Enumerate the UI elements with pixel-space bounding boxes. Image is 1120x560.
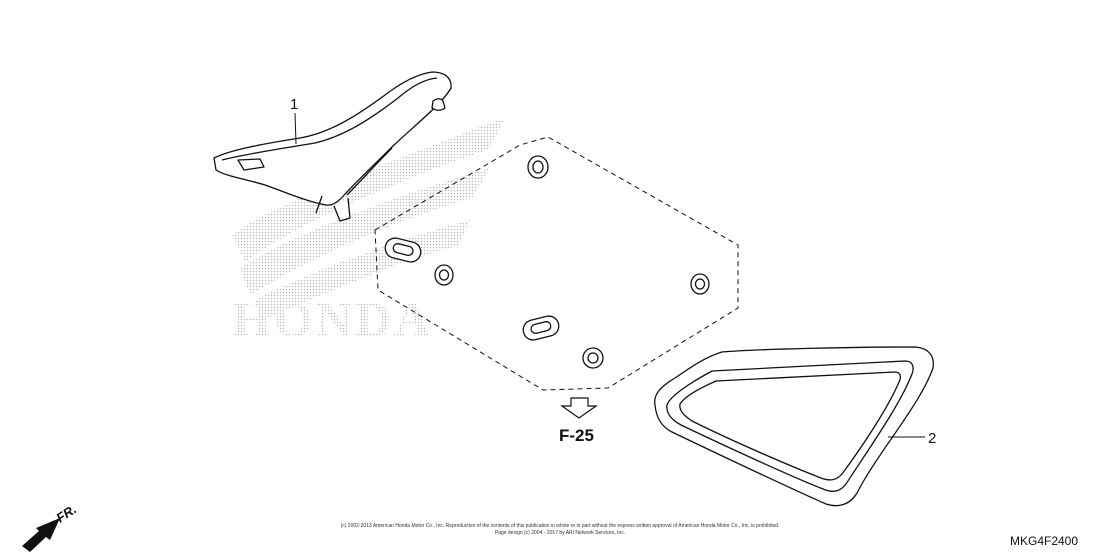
oval-grommet (384, 237, 422, 263)
copyright-line-1: (c) 2002-2013 American Honda Motor Co., … (341, 523, 780, 529)
seat-leader-line (294, 112, 297, 145)
grommet (434, 264, 454, 286)
copyright-line-2: Page design (c) 2004 - 2017 by ARI Netwo… (495, 530, 625, 536)
watermark-text: HONDA (232, 291, 433, 347)
side-cover-part[interactable] (654, 346, 934, 507)
front-arrow-icon (22, 518, 60, 552)
grommet (527, 155, 549, 179)
grommet-group (384, 155, 710, 369)
grommet (582, 347, 604, 369)
grommet (690, 273, 710, 295)
grommet-group-outline (374, 136, 739, 391)
oval-grommet (522, 315, 560, 341)
front-indicator: FR. (22, 502, 79, 552)
part-code: MKG4F2400 (1010, 534, 1078, 548)
reference-label[interactable]: F-25 (559, 426, 594, 445)
callout-2[interactable]: 2 (928, 430, 936, 447)
reference-arrow-icon (560, 397, 598, 419)
callout-1[interactable]: 1 (290, 96, 298, 113)
seat-part[interactable] (213, 71, 452, 222)
